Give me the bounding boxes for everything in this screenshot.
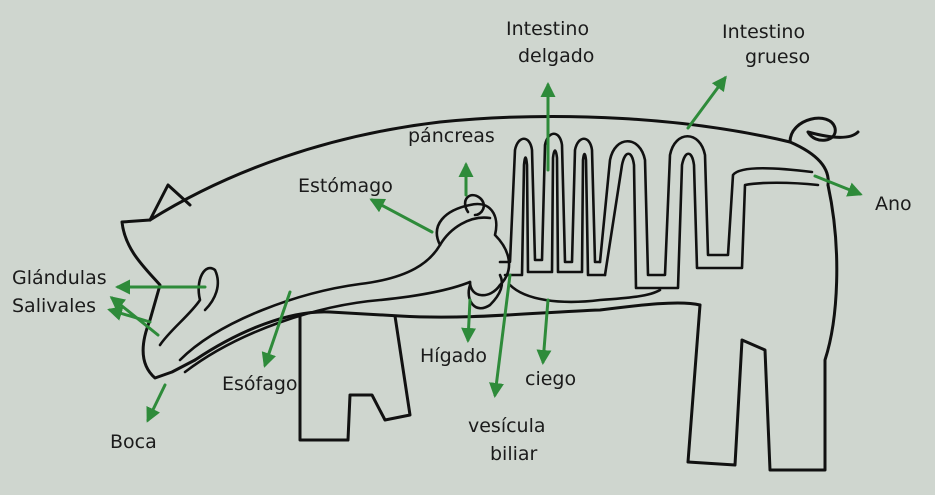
- pig-front-legs: [300, 315, 410, 440]
- label-intestino-grueso-2: grueso: [745, 46, 810, 68]
- arrow-boca: [148, 385, 165, 420]
- label-esofago: Esófago: [222, 373, 298, 395]
- label-ano: Ano: [875, 193, 912, 215]
- arrow-ciego: [543, 300, 548, 362]
- arrow-intestino-grueso: [688, 78, 725, 128]
- pig-hind-legs: [688, 185, 837, 470]
- digestive-tract: [160, 134, 818, 372]
- label-glandulas-1: Glándulas: [12, 267, 107, 289]
- labels: Intestino delgado Intestino grueso páncr…: [12, 18, 912, 465]
- pig-head: [122, 220, 195, 378]
- arrow-higado: [468, 300, 470, 340]
- label-intestino-delgado-1: Intestino: [506, 18, 589, 40]
- label-higado: Hígado: [420, 345, 487, 367]
- label-vesicula-2: biliar: [490, 443, 538, 465]
- label-intestino-delgado-2: delgado: [518, 45, 594, 67]
- pig-tail: [790, 118, 858, 142]
- small-intestine-inner: [505, 151, 605, 276]
- mouth-cavity: [160, 268, 218, 345]
- label-ciego: ciego: [525, 368, 576, 390]
- label-intestino-grueso-1: Intestino: [722, 21, 805, 43]
- arrow-vesicula: [495, 275, 510, 395]
- label-estomago: Estómago: [298, 175, 393, 197]
- label-vesicula-1: vesícula: [468, 415, 546, 437]
- label-boca: Boca: [110, 431, 157, 453]
- label-glandulas-2: Salivales: [12, 295, 96, 317]
- arrow-ano: [815, 176, 860, 194]
- arrow-estomago: [372, 200, 432, 232]
- large-intestine-inner: [605, 154, 818, 288]
- label-pancreas: páncreas: [408, 125, 495, 147]
